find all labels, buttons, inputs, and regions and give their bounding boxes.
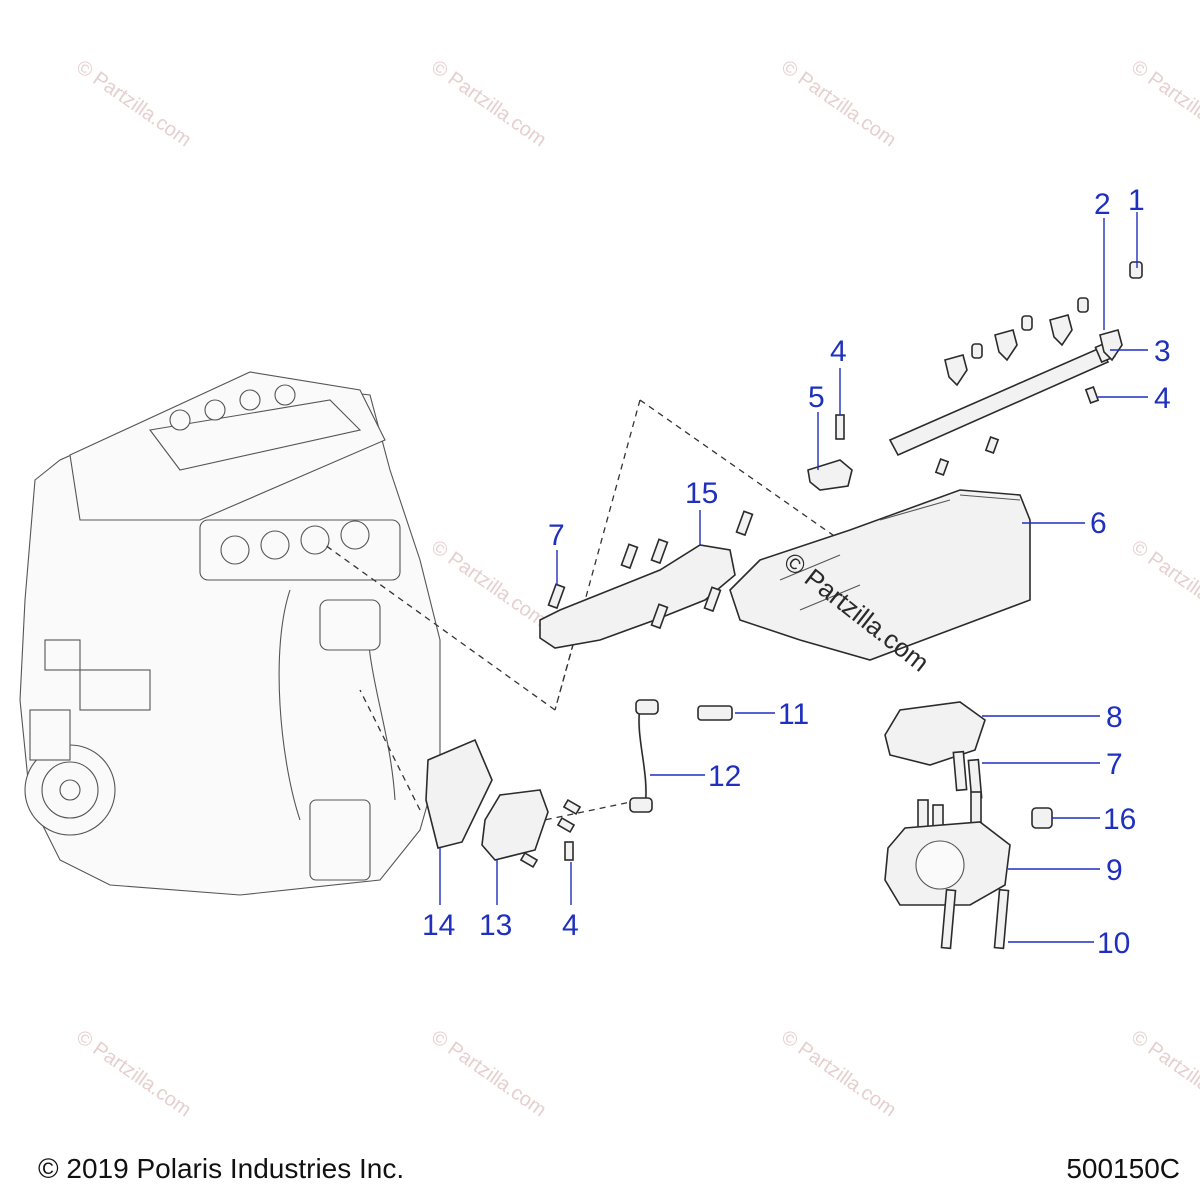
callout-11: 11 bbox=[778, 698, 809, 731]
callout-4: 4 bbox=[1154, 382, 1171, 415]
watermark-text: © Partzilla.com bbox=[777, 56, 900, 151]
long-bolt-part bbox=[940, 888, 1010, 950]
adapter-part bbox=[884, 701, 986, 766]
callout-15: 15 bbox=[685, 477, 718, 510]
watermark-text: © Partzilla.com bbox=[1127, 1026, 1200, 1121]
sensor-part bbox=[807, 459, 853, 491]
manifold-gasket-part bbox=[539, 544, 736, 649]
bolt-part bbox=[835, 386, 1100, 476]
callout-6: 6 bbox=[1090, 507, 1107, 540]
watermark-text: © Partzilla.com bbox=[777, 1026, 900, 1121]
oil-cooler-part bbox=[481, 789, 549, 861]
callout-4: 4 bbox=[562, 909, 579, 942]
callout-4: 4 bbox=[830, 335, 847, 368]
watermark-text: © Partzilla.com bbox=[427, 56, 550, 151]
engine-assembly bbox=[19, 371, 441, 896]
fuel-rail-part bbox=[888, 340, 1116, 457]
fuel-injector-part bbox=[944, 314, 1123, 387]
callout-7: 7 bbox=[548, 519, 565, 552]
watermark-text: © Partzilla.com bbox=[1127, 56, 1200, 151]
watermark-text: © Partzilla.com bbox=[427, 536, 550, 631]
callout-8: 8 bbox=[1106, 701, 1123, 734]
callout-7: 7 bbox=[1106, 748, 1123, 781]
callout-10: 10 bbox=[1097, 927, 1130, 960]
hose-fitting-part bbox=[635, 699, 659, 715]
callout-9: 9 bbox=[1106, 854, 1123, 887]
watermark-text: © Partzilla.com bbox=[72, 1026, 195, 1121]
bolt-part bbox=[917, 750, 983, 844]
watermark-text: © Partzilla.com bbox=[427, 1026, 550, 1121]
fitting-part bbox=[697, 705, 733, 721]
injector-clip-part bbox=[971, 261, 1143, 359]
callout-3: 3 bbox=[1154, 335, 1171, 368]
bolt-part bbox=[547, 510, 754, 630]
plug-part bbox=[1031, 807, 1053, 829]
callout-1: 1 bbox=[1128, 184, 1145, 217]
gasket-part bbox=[425, 738, 493, 849]
hose-part bbox=[638, 704, 647, 811]
watermark-text: © Partzilla.com bbox=[72, 56, 195, 151]
throttle-bore bbox=[915, 840, 965, 890]
copyright-text: © 2019 Polaris Industries Inc. bbox=[38, 1153, 405, 1184]
callout-2: 2 bbox=[1094, 188, 1111, 221]
callout-5: 5 bbox=[808, 381, 825, 414]
bolt-part bbox=[519, 798, 582, 869]
callout-16: 16 bbox=[1103, 803, 1136, 836]
watermark-text: © Partzilla.com bbox=[1127, 536, 1200, 631]
leader-lines bbox=[439, 212, 1148, 943]
reference-line bbox=[324, 399, 841, 823]
callout-14: 14 bbox=[422, 909, 455, 942]
intake-manifold-part bbox=[729, 489, 1031, 661]
callout-13: 13 bbox=[479, 909, 512, 942]
callout-group: 1 2 3 4 4 5 6 15 7 11 12 8 7 16 9 10 14 … bbox=[422, 184, 1171, 960]
hose-fitting-part bbox=[629, 797, 653, 813]
callout-12: 12 bbox=[708, 760, 741, 793]
diagram-number: 500150C bbox=[1066, 1153, 1180, 1184]
